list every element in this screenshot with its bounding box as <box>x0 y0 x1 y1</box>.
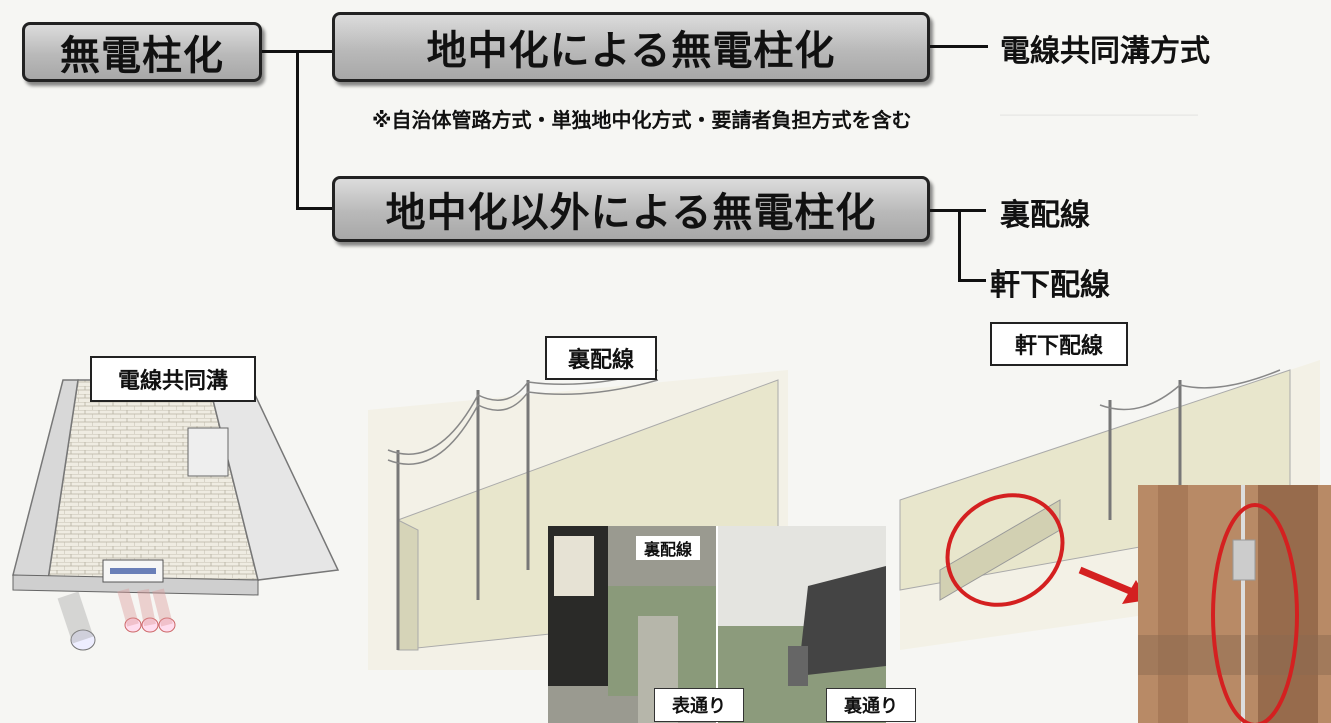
non-underground-node: 地中化以外による無電柱化 <box>332 176 930 242</box>
front-street-caption: 表通り <box>654 688 744 722</box>
non-underground-node-label: 地中化以外による無電柱化 <box>385 190 877 236</box>
common-duct-illustration <box>12 379 340 651</box>
underground-node-label: 地中化による無電柱化 <box>426 28 836 74</box>
common-duct-label: 電線共同溝 <box>90 356 256 402</box>
connector-eave-h <box>958 279 986 282</box>
underground-node: 地中化による無電柱化 <box>332 12 930 82</box>
connector-lower-h <box>296 207 332 210</box>
connector-underground-method <box>930 45 988 48</box>
inset-title: 裏配線 <box>636 536 700 560</box>
ghost-text-1: ＿＿＿＿＿＿＿＿＿ <box>1000 94 1199 119</box>
street-photo-inset: 裏配線 <box>548 526 886 723</box>
wall-wiring-photo <box>1138 485 1331 723</box>
root-node-label: 無電柱化 <box>60 33 224 79</box>
back-street-caption: 裏通り <box>826 688 916 722</box>
street-photo <box>548 526 886 723</box>
footnote: ※自治体管路方式・単独地中化方式・要請者負担方式を含む <box>372 108 912 132</box>
underground-method-label: 電線共同溝方式 <box>1000 34 1210 69</box>
back-wiring-label-tag: 裏配線 <box>545 336 657 380</box>
eave-wiring-label: 軒下配線 <box>990 268 1110 303</box>
root-node: 無電柱化 <box>22 22 262 82</box>
back-wiring-label: 裏配線 <box>1000 198 1090 233</box>
wall-closeup-photo <box>1138 485 1331 723</box>
eave-wiring-label-tag: 軒下配線 <box>990 322 1128 366</box>
connector-trunk-v <box>296 50 299 210</box>
connector-branch-v <box>958 209 961 281</box>
